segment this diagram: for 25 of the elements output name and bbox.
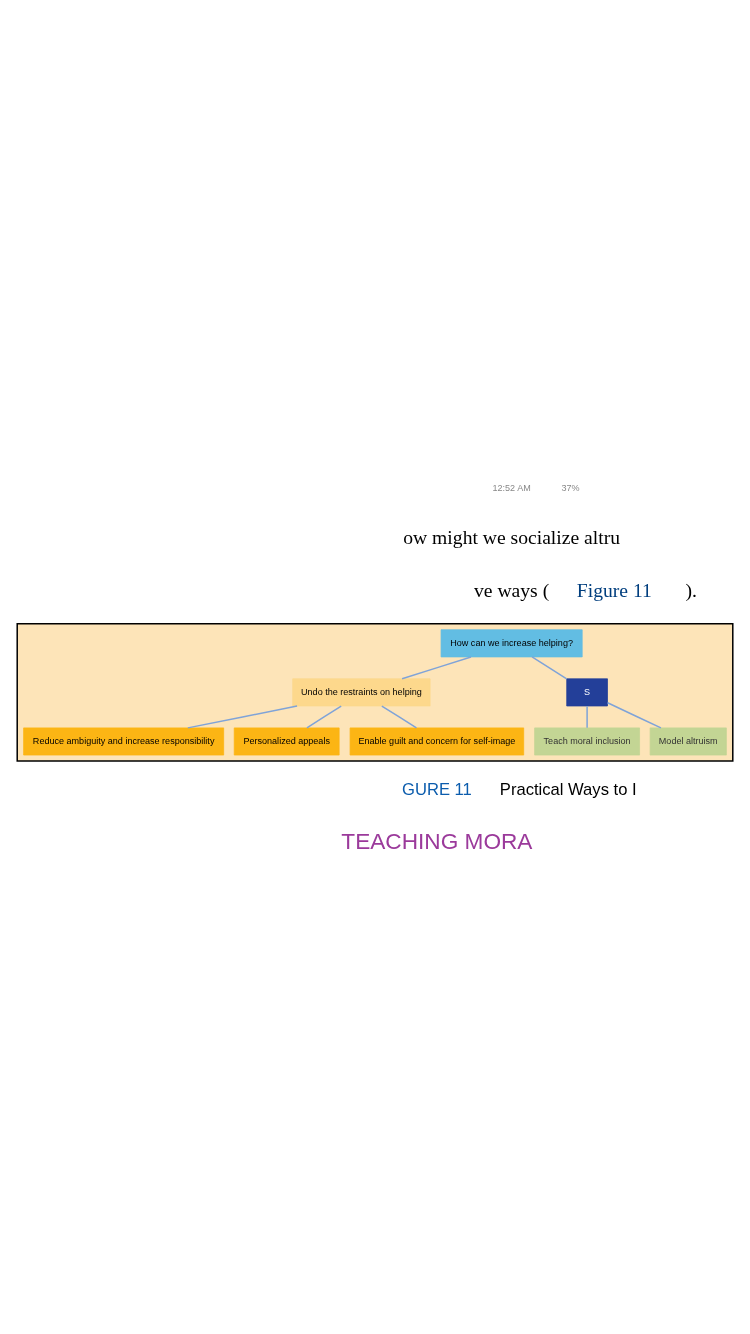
- node-box: Reduce ambiguity and increase responsibility: [23, 727, 225, 755]
- connector: [401, 655, 472, 680]
- connector: [606, 701, 662, 729]
- node-box: Personalized appeals: [233, 727, 340, 755]
- label: Figure 11: [576, 579, 652, 601]
- connector: [586, 704, 588, 728]
- node-box: Enable guilt and concern for self-image: [349, 727, 525, 755]
- label: Practical Ways to I: [499, 779, 637, 799]
- connector: [381, 704, 418, 729]
- node-box: Model altruism: [649, 727, 727, 755]
- node-box: Undo the restraints on helping: [292, 677, 431, 706]
- label: ow might we socialize altru: [403, 526, 620, 548]
- node-box: How can we increase helping?: [440, 628, 583, 657]
- connector: [531, 655, 568, 680]
- connector: [306, 704, 342, 729]
- label: GURE 11: [402, 779, 472, 799]
- label: TEACHING MORA: [341, 828, 533, 854]
- label: ).: [685, 579, 697, 601]
- cluster: [16, 622, 734, 762]
- label: 37%: [561, 482, 580, 493]
- connector: [187, 704, 298, 729]
- label: 12:52 AM: [492, 482, 531, 493]
- node-box: Teach moral inclusion: [534, 727, 640, 755]
- label: ve ways (: [474, 579, 550, 601]
- node-box: S: [566, 677, 608, 706]
